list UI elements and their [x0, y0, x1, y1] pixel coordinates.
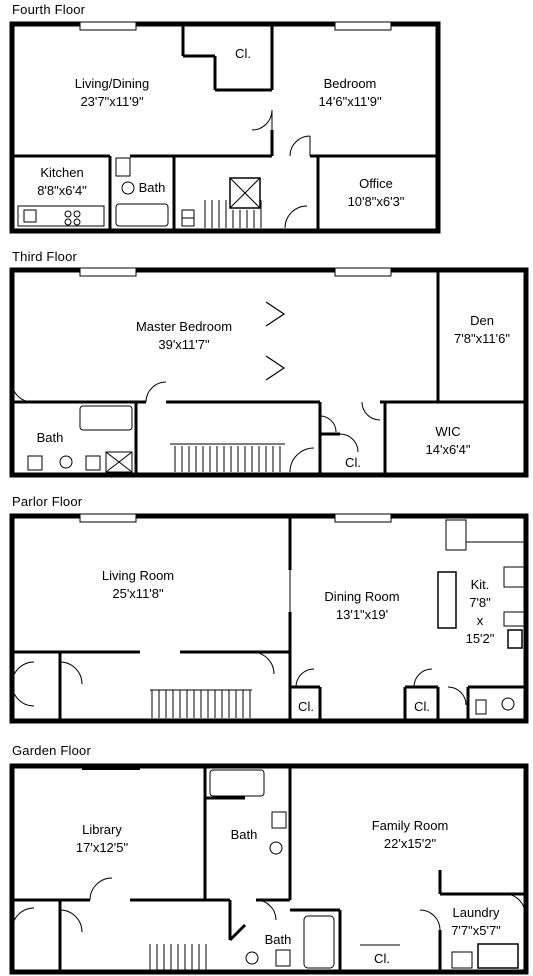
floor-title-parlor: Parlor Floor	[12, 494, 83, 509]
third-floor-drawing	[9, 267, 529, 478]
parlor-floor-drawing	[9, 513, 529, 724]
room-kitchen-dims: 8'8"x6'4"	[37, 183, 87, 198]
room-family-dims: 22'x15'2"	[383, 836, 437, 851]
room-kit-dims-a: 7'8"	[469, 595, 491, 610]
fourth-floor-plan	[0, 20, 533, 236]
room-family-name: Family Room	[371, 818, 449, 833]
third-floor-plan	[0, 266, 533, 482]
room-garden-closet-label: Cl.	[374, 951, 390, 966]
room-closet-label: Cl.	[235, 46, 251, 61]
floor-title-third: Third Floor	[12, 249, 78, 264]
room-library-dims: 17'x12'5"	[75, 840, 129, 855]
room-parlor-closet1-label: Cl.	[298, 699, 314, 714]
room-office-name: Office	[359, 176, 393, 191]
floor-title-fourth: Fourth Floor	[12, 2, 86, 17]
room-laundry-dims: 7'7"x5'7"	[451, 923, 501, 938]
room-kitchen-name: Kitchen	[40, 165, 84, 180]
room-parlor-living-name: Living Room	[101, 568, 175, 583]
room-office-dims: 10'8"x6'3"	[347, 194, 405, 209]
room-dining-dims: 13'1"x19'	[335, 607, 389, 622]
room-third-closet-label: Cl.	[345, 455, 361, 470]
parlor-floor-plan	[0, 512, 533, 728]
garden-floor-plan	[0, 760, 533, 976]
room-den-dims: 7'8"x11'6"	[454, 331, 510, 346]
room-living-dining-name: Living/Dining	[74, 76, 150, 91]
room-bedroom-name: Bedroom	[323, 76, 377, 91]
room-garden-bath2-label: Bath	[264, 932, 292, 947]
room-dining-name: Dining Room	[324, 589, 400, 604]
garden-floor-drawing	[9, 763, 529, 975]
room-master-bedroom-dims: 39'x11'7"	[158, 337, 210, 352]
floor-title-garden: Garden Floor	[12, 743, 91, 758]
room-kit-dims-b: 15'2"	[465, 631, 495, 646]
room-kit-name: Kit.	[470, 577, 490, 592]
room-garden-bath1-label: Bath	[230, 827, 258, 842]
room-parlor-closet2-label: Cl.	[414, 699, 430, 714]
room-laundry-name: Laundry	[452, 905, 500, 920]
room-kit-dims-x: x	[476, 613, 484, 628]
room-bedroom-dims: 14'6"x11'9"	[318, 94, 382, 109]
fourth-floor-drawing	[9, 21, 441, 234]
room-bath-label: Bath	[138, 180, 166, 195]
room-parlor-living-dims: 25'x11'8"	[112, 586, 164, 601]
room-living-dining-dims: 23'7"x11'9"	[80, 94, 144, 109]
room-third-bath-label: Bath	[36, 430, 64, 445]
room-master-bedroom-name: Master Bedroom	[135, 319, 233, 334]
room-wic-name: WIC	[435, 424, 461, 439]
room-wic-dims: 14'x6'4"	[425, 442, 471, 457]
room-den-name: Den	[470, 313, 494, 328]
room-library-name: Library	[82, 822, 122, 837]
